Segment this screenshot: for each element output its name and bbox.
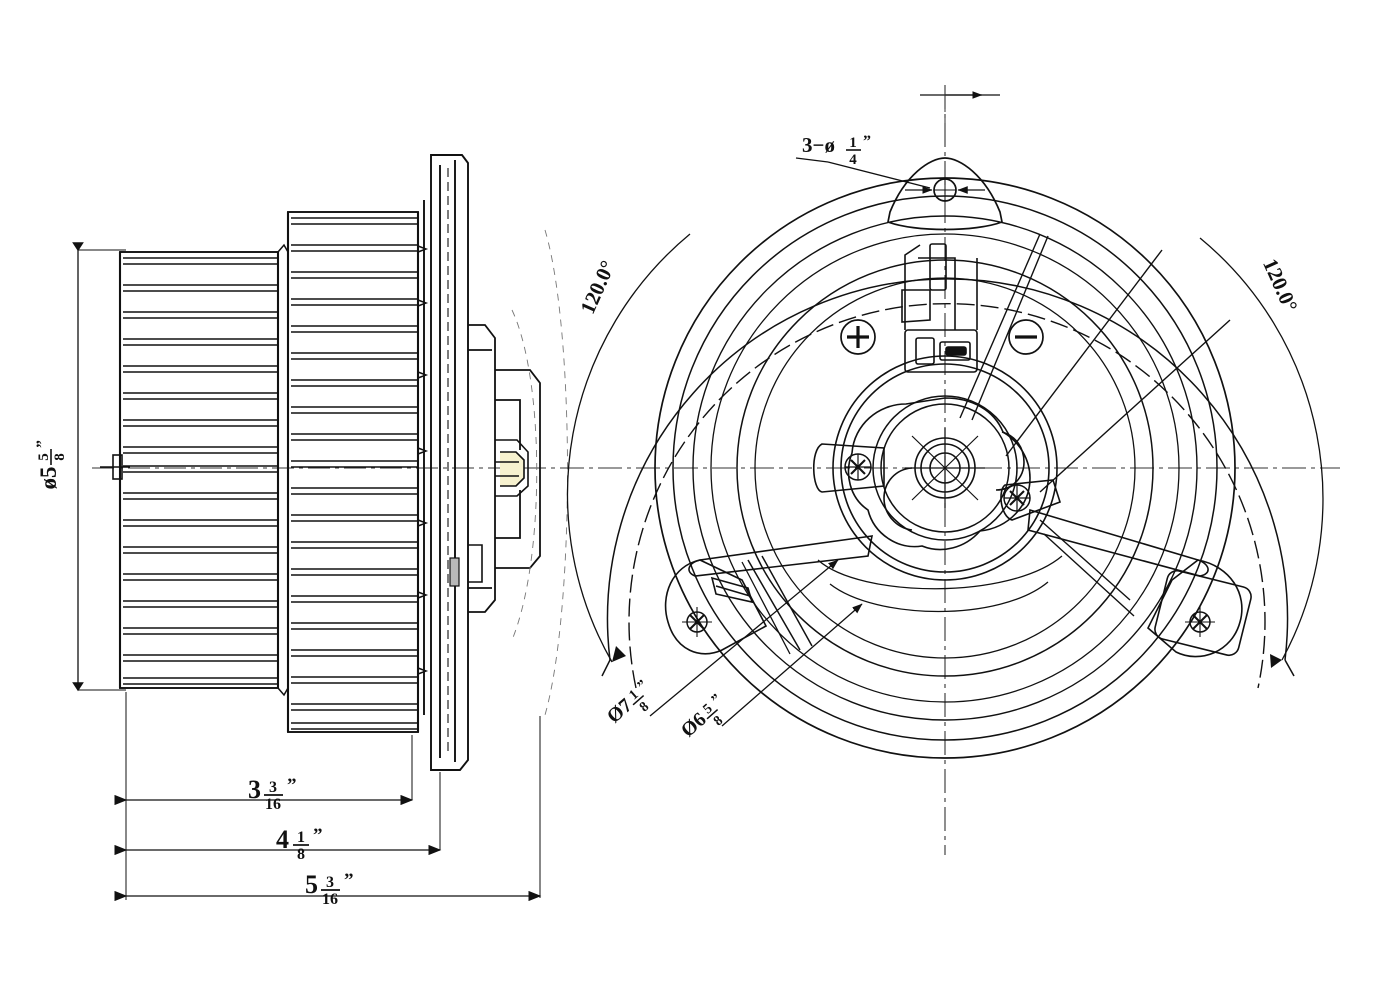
unit: ”: [313, 825, 323, 846]
housing-lower-boss: [449, 544, 483, 587]
housing-fourth-circle: [710, 233, 1180, 703]
side-view-linear-dimensions: [114, 692, 542, 902]
unit: ”: [344, 870, 354, 891]
hole-callout-leader: [795, 157, 931, 189]
unit: ”: [287, 775, 297, 796]
callout-numerator: 1: [849, 135, 857, 151]
denominator: 16: [322, 891, 338, 908]
positive-terminal: [840, 319, 876, 355]
wheel-hub-marker: [100, 454, 130, 480]
side-view-diameter-label: ø5 5 8 ”: [34, 440, 68, 490]
projection-arcs: [511, 229, 568, 716]
callout-unit: ”: [863, 133, 871, 150]
numerator: 1: [297, 829, 305, 846]
diameter-leader-bolt-circle: [649, 559, 839, 717]
hub-arm-left: [812, 443, 885, 493]
whole-number: 3: [248, 775, 261, 804]
whole-number: 4: [276, 825, 289, 854]
numerator: 3: [269, 779, 277, 796]
angle-dimension-left: [566, 233, 691, 663]
side-view-diameter-dimension: [72, 242, 126, 692]
denominator: 16: [265, 796, 281, 813]
mounting-flange: [423, 154, 469, 771]
diameter-leader-housing: [721, 603, 863, 727]
angle-dimension-right: [1199, 237, 1324, 668]
front-circular-view: [560, 85, 1340, 855]
dimension-label-wheel-plus-flange-depth: 4 1 8 ”: [276, 825, 323, 863]
dimension-label-wheel-depth: 3 3 16 ”: [248, 775, 297, 813]
wheel-inner-circle: [754, 277, 1136, 659]
shaft-center-cross: [905, 428, 985, 508]
motor-rear-cap: [495, 369, 541, 569]
housing-outer-circle: [654, 177, 1236, 759]
top-reference-dimension: [920, 85, 1000, 130]
harness-bracket: [901, 243, 978, 330]
diameter-symbol-and-whole: ø5: [36, 467, 61, 490]
blower-wheel-front-blades: [123, 257, 278, 685]
blower-wheel-rear-blades: [291, 217, 418, 730]
dimension-label-overall-depth: 5 3 16 ”: [305, 870, 354, 908]
wheel-retaining-tabs: [417, 245, 429, 675]
motor-body-circle: [832, 355, 1058, 581]
denominator: 8: [297, 846, 305, 863]
wheel-outer-circle: [736, 259, 1154, 677]
motor-housing-body: [468, 324, 496, 613]
motor-end-cap-circle: [872, 395, 1018, 541]
lower-left-mounting-hole: [682, 607, 712, 637]
lower-left-mounting-arm: [664, 535, 874, 655]
top-mounting-tab: [887, 157, 1003, 231]
side-section-view: [72, 154, 568, 902]
motor-shaft-detail: [495, 439, 529, 497]
scroll-outlet-lines: [817, 555, 1063, 613]
hub-arm-right: [1000, 479, 1061, 521]
negative-terminal: [1008, 319, 1044, 355]
numerator: 3: [326, 874, 334, 891]
radial-pointer-lines: [959, 233, 1231, 493]
second-outer-arc: [628, 303, 1266, 689]
diameter-denominator: 8: [52, 453, 68, 461]
diameter-unit: ”: [34, 440, 51, 448]
whole-number: 5: [305, 870, 318, 899]
hub-screw-right: [1003, 484, 1031, 512]
callout-denominator: 4: [849, 152, 857, 168]
hole-callout-label: 3−ø 1 4 ”: [802, 133, 871, 168]
blower-wheel-front-drum: [118, 251, 280, 689]
diameter-numerator: 5: [36, 453, 52, 461]
electrical-connector: [904, 329, 978, 373]
right-mounting-arm: [1027, 508, 1252, 658]
right-mounting-hole: [1185, 607, 1215, 637]
housing-third-circle: [692, 215, 1198, 721]
callout-prefix: 3−ø: [802, 133, 835, 157]
outer-envelope-arc: [601, 278, 1295, 677]
hub-screw-left: [844, 453, 872, 481]
